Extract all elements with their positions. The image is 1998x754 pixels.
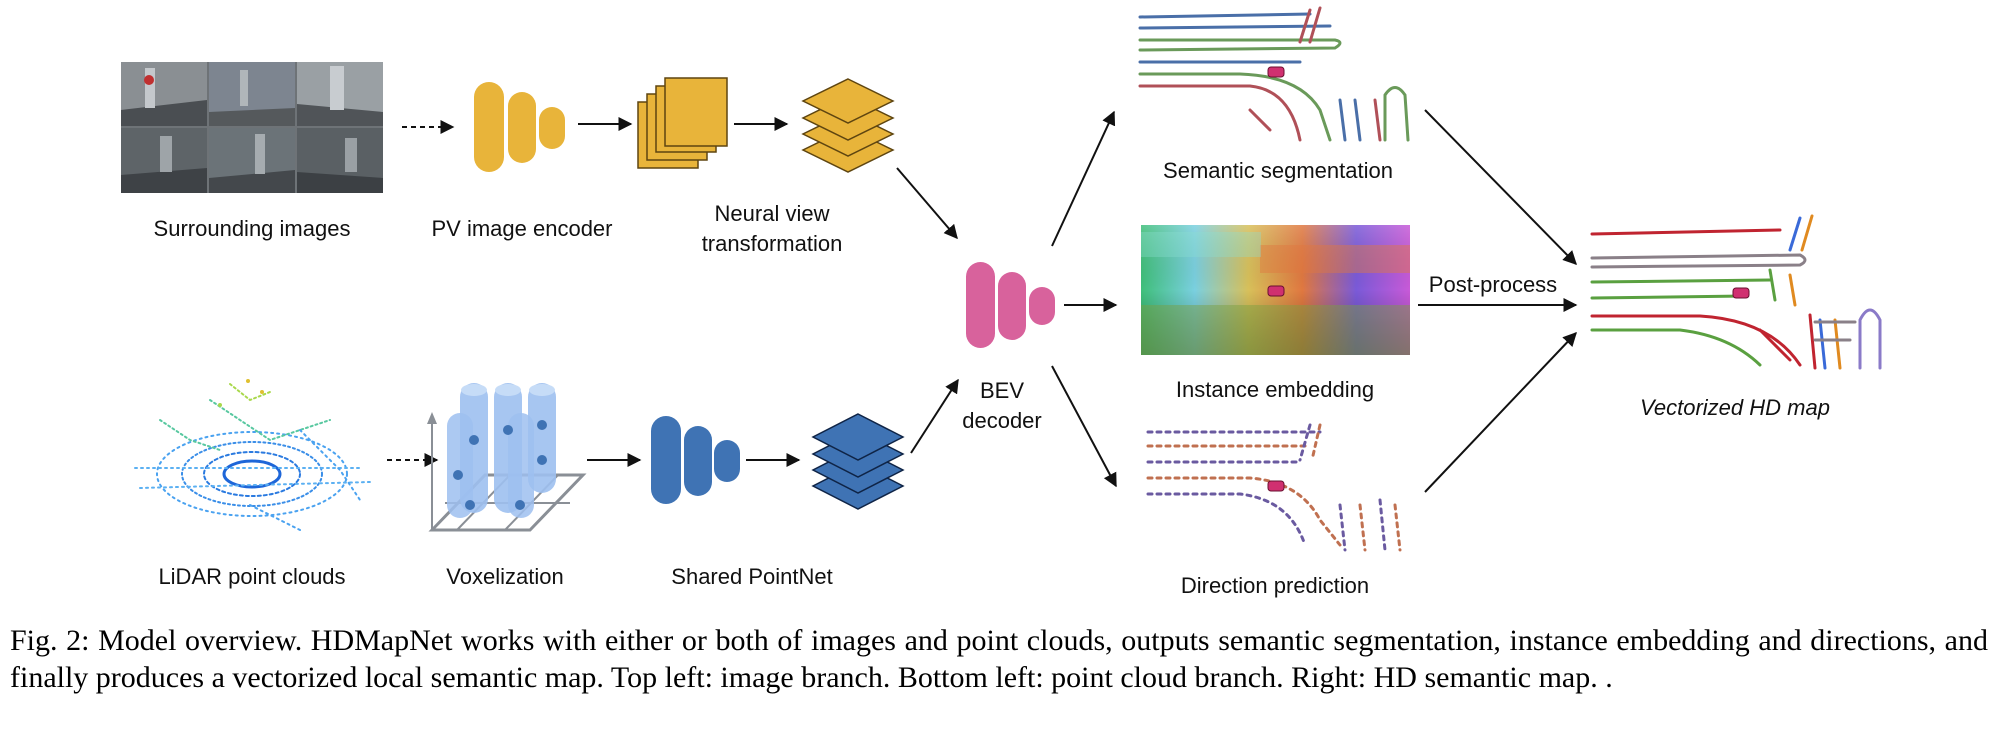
stacked-diamonds-icon-blue	[811, 413, 905, 510]
arrow-image-branch-to-bev	[896, 167, 958, 240]
arrow-point-branch-to-bev	[910, 378, 959, 454]
direction-prediction-label: Direction prediction	[1181, 573, 1369, 598]
camera-grid-icon	[121, 62, 383, 193]
voxelization-label: Voxelization	[446, 564, 563, 589]
model-overview-diagram: Surrounding images PV image encoder Neur…	[121, 6, 1882, 598]
arrow-semantic-to-map	[1424, 109, 1577, 265]
stacked-diamonds-icon	[801, 78, 895, 173]
lidar-point-clouds-label: LiDAR point clouds	[158, 564, 345, 589]
pv-encoder-icon	[474, 82, 565, 172]
surrounding-images-label: Surrounding images	[154, 216, 351, 241]
instance-embedding-map	[1141, 225, 1410, 355]
pv-image-encoder-label: PV image encoder	[432, 216, 613, 241]
semantic-segmentation-map	[1138, 6, 1410, 142]
vectorized-hd-map-label: Vectorized HD map	[1640, 395, 1830, 420]
figure-caption-text: Fig. 2: Model overview. HDMapNet works w…	[10, 624, 1988, 694]
semantic-segmentation-label: Semantic segmentation	[1163, 158, 1393, 183]
direction-prediction-map	[1146, 423, 1402, 552]
arrow-bev-to-direction	[1051, 365, 1117, 488]
shared-pointnet-icon	[651, 416, 740, 504]
post-process-label: Post-process	[1429, 272, 1557, 297]
bev-label-line2: decoder	[962, 408, 1042, 433]
figure-caption: Fig. 2: Model overview. HDMapNet works w…	[10, 622, 1988, 696]
lidar-scan-icon	[134, 379, 371, 531]
vectorized-hd-map	[1590, 214, 1882, 370]
stacked-squares-icon	[637, 77, 728, 169]
bev-label-line1: BEV	[980, 378, 1024, 403]
shared-pointnet-label: Shared PointNet	[671, 564, 832, 589]
voxel-pillars-icon	[427, 383, 587, 532]
bev-decoder-icon	[966, 262, 1055, 348]
arrow-bev-to-semantic	[1051, 110, 1116, 247]
neural-view-label-line1: Neural view	[715, 201, 830, 226]
neural-view-label-line2: transformation	[702, 231, 843, 256]
instance-embedding-label: Instance embedding	[1176, 377, 1374, 402]
arrow-direction-to-map	[1424, 331, 1577, 493]
